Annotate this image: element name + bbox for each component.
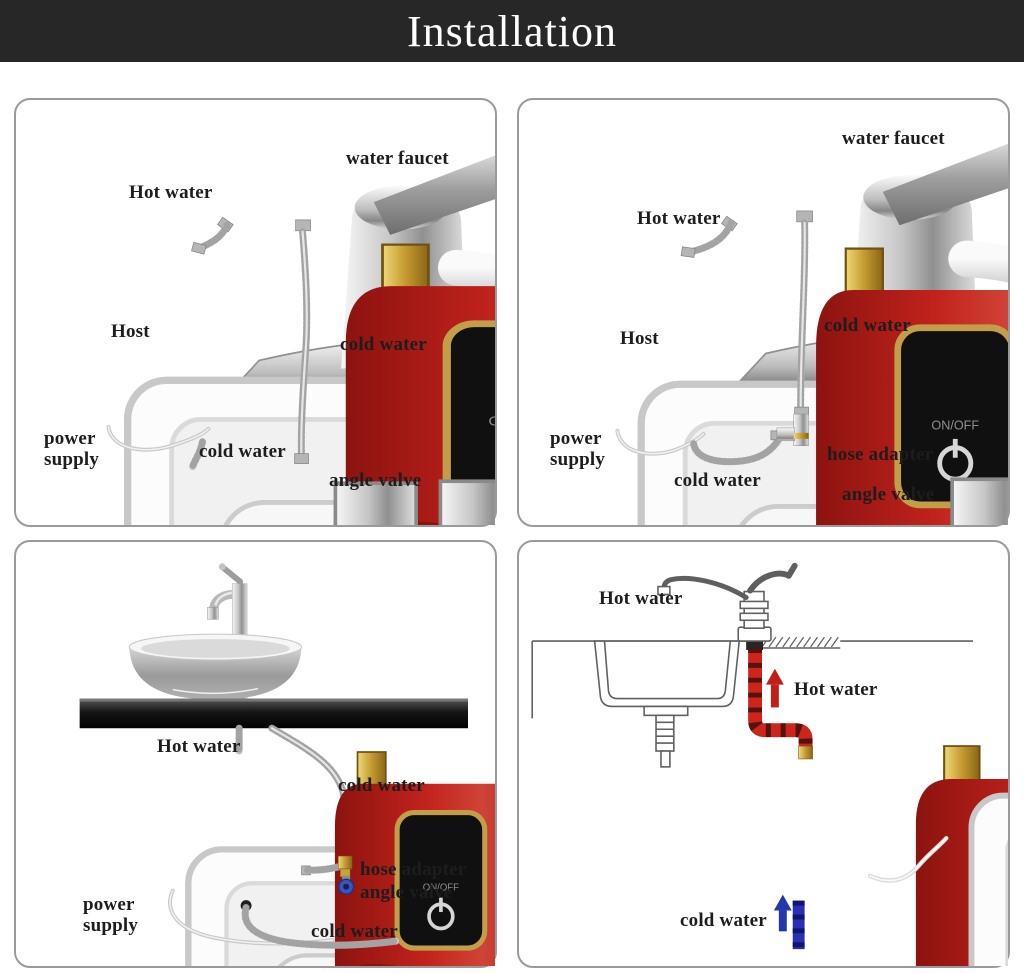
countertop — [79, 698, 468, 729]
label-cold-water-inlet: cold water — [674, 470, 761, 491]
power-cable-highlight — [616, 430, 705, 455]
sink-faucet-base — [737, 626, 772, 642]
sink-bowl-reflection — [172, 687, 259, 695]
cold-inlet-hose-braid — [189, 438, 206, 471]
label-angle-valve: angle valve — [842, 484, 935, 505]
hose-adapter-lower — [339, 868, 351, 878]
hose-nut — [191, 241, 207, 255]
hose-adapter-branch — [776, 427, 795, 442]
hose-adapter-tee — [793, 413, 809, 446]
wall-outlet — [970, 795, 1008, 966]
counter-hatch — [761, 636, 839, 648]
panel-under-sink: Hot water cold water hose adapter angle … — [14, 540, 497, 968]
label-hot-water: Hot water — [157, 736, 241, 757]
angle-valve-knob-center — [343, 883, 350, 890]
hose-adapter-band — [793, 432, 809, 439]
label-power-supply: power supply — [550, 428, 606, 471]
drain-tail — [660, 750, 671, 768]
label-power-supply: power supply — [44, 428, 100, 471]
scene-faucet-hose-adapter — [615, 100, 1008, 525]
label-water-faucet: water faucet — [346, 148, 449, 169]
label-host: Host — [620, 328, 659, 349]
label-host: Host — [111, 321, 150, 342]
power-cable-highlight — [107, 426, 210, 451]
label-cold-water-inlet: cold water — [199, 441, 286, 462]
label-angle-valve: angle valve — [360, 882, 453, 903]
label-hot-water-faucet: Hot water — [599, 588, 683, 609]
scene-kitchen-schematic — [531, 562, 1008, 966]
panel-faucet-hose-adapter: water faucet Hot water Host cold water p… — [517, 98, 1010, 527]
sink-faucet-lever-tip — [785, 562, 798, 579]
counter-hatch-bg — [763, 636, 841, 648]
faucet-under-connector — [746, 641, 764, 650]
vessel-faucet-tip — [207, 607, 219, 620]
cold-arrow-up-head — [773, 894, 792, 911]
cold-water-hose-shine — [799, 221, 806, 411]
hot-water-pipe-bands — [748, 648, 813, 749]
sink-faucet-spout-tip — [657, 585, 671, 596]
sink-bowl — [129, 647, 302, 700]
label-hot-water: Hot water — [129, 182, 213, 203]
label-cold-water-pipe: cold water — [680, 910, 767, 931]
pipe-fitting — [798, 745, 813, 760]
panel-faucet-basic: water faucet Hot water Host cold water p… — [14, 98, 497, 527]
label-hot-water: Hot water — [637, 208, 721, 229]
countertop-edge — [79, 698, 468, 702]
label-power-supply: power supply — [83, 894, 139, 937]
sink-faucet-collar2 — [739, 612, 769, 622]
label-cold-water-line: cold water — [338, 775, 425, 796]
vessel-faucet-lever — [220, 564, 244, 585]
sink-basin — [593, 640, 741, 708]
label-cold-water-line: cold water — [824, 315, 911, 336]
hose-adapter-fitting — [337, 855, 353, 870]
cold-water-hose-shine — [300, 230, 308, 461]
sink-faucet-lever — [747, 570, 792, 594]
scene-faucet-basic — [106, 100, 495, 525]
sink-faucet-spout — [661, 575, 749, 600]
hose-nut — [294, 453, 309, 464]
sink-bowl-inner — [141, 639, 290, 658]
drain-pipe-ribs — [656, 721, 674, 744]
label-hose-adapter: hose adapter — [360, 859, 467, 880]
drain-pipe — [655, 714, 675, 752]
hot-arrow-up-head — [765, 668, 784, 685]
vessel-faucet-lever-knob — [218, 563, 226, 571]
label-hose-adapter: hose adapter — [827, 444, 934, 465]
label-cold-water-line: cold water — [340, 334, 427, 355]
sink-basin-inner — [603, 640, 732, 700]
cold-supply-hose-braid — [241, 904, 400, 949]
page-title: Installation — [407, 6, 617, 56]
label-water-faucet: water faucet — [842, 128, 945, 149]
scene-under-sink — [79, 563, 495, 966]
title-banner: Installation — [0, 0, 1024, 62]
power-cable-highlight — [869, 837, 948, 882]
cold-inlet-hose-braid — [304, 863, 342, 874]
drain-flange — [643, 705, 689, 717]
sink-faucet-collar — [739, 600, 769, 610]
label-angle-valve: angle valve — [329, 470, 422, 491]
cold-inlet-hose-braid — [690, 434, 784, 466]
label-cold-water-inlet: cold water — [311, 921, 398, 942]
hose-nut — [680, 246, 696, 258]
cold-arrow-up-shaft — [778, 910, 787, 932]
panel-kitchen-schematic: Hot water Hot water cold water — [517, 540, 1010, 968]
hot-arrow-up-shaft — [770, 684, 779, 708]
label-hot-water-pipe: Hot water — [794, 679, 878, 700]
